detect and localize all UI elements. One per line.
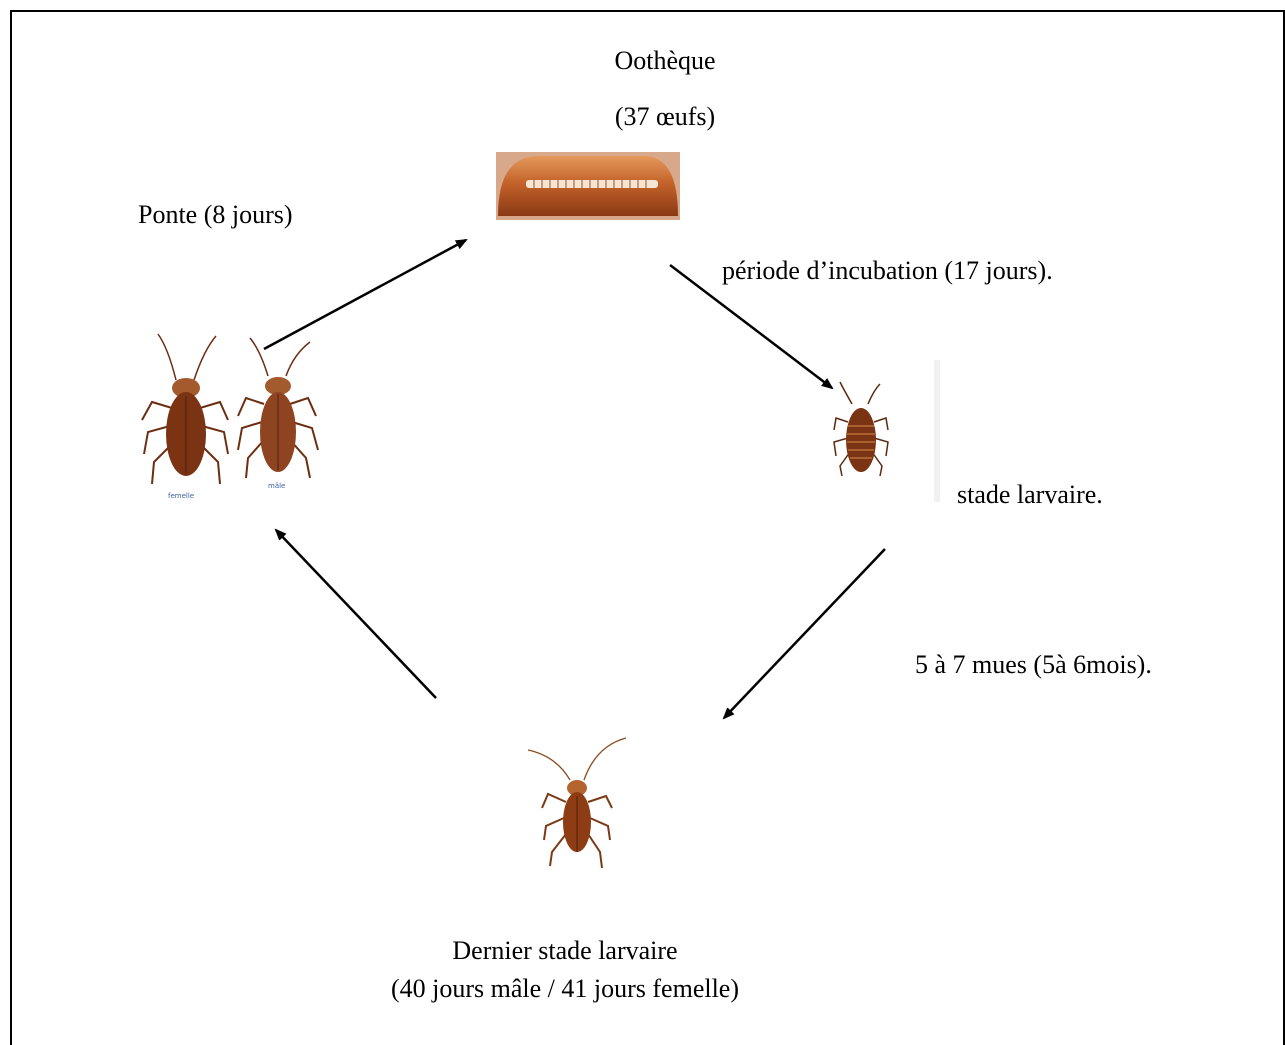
arrow-larva-to-last-stage xyxy=(724,549,885,718)
arrow-last-stage-to-adults xyxy=(276,530,436,698)
arrow-ootheque-to-larva xyxy=(670,265,832,388)
arrow-adults-to-ootheque xyxy=(264,240,466,349)
